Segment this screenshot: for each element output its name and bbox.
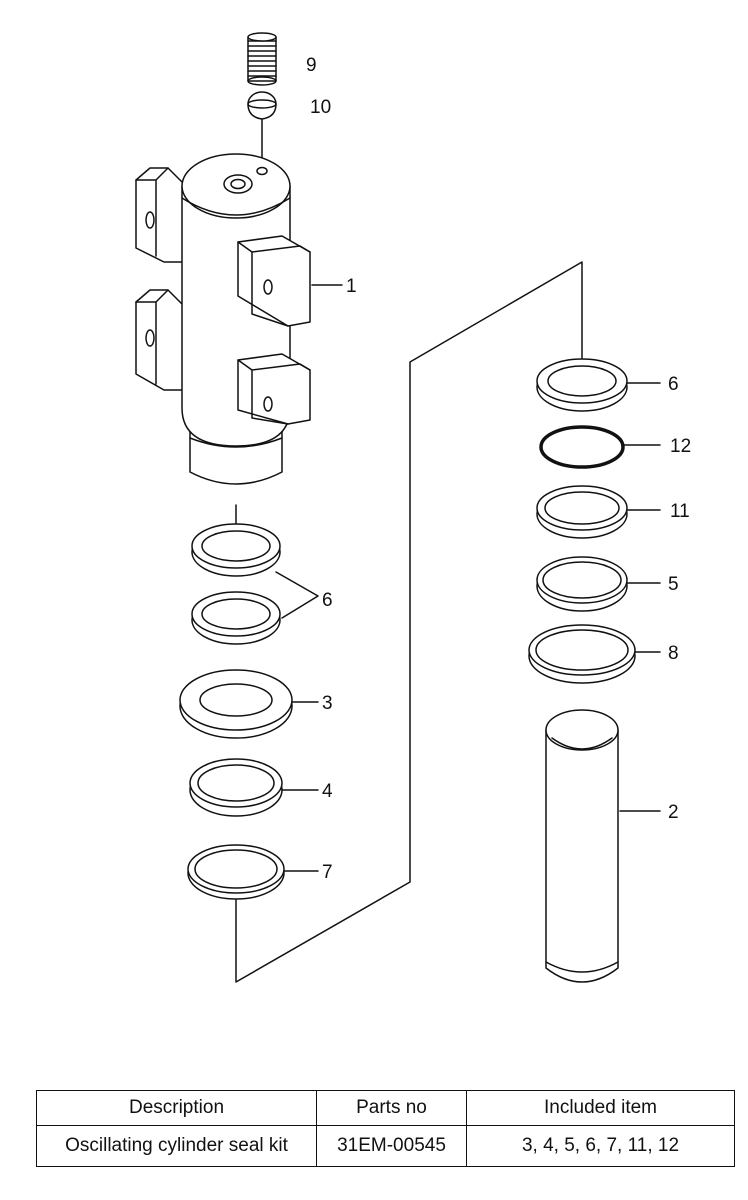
part-1-cylinder-body xyxy=(135,153,343,485)
callout-5: 5 xyxy=(668,574,679,595)
callout-8: 8 xyxy=(668,643,679,664)
part-9-spring xyxy=(247,32,277,86)
assembly-connector-line xyxy=(235,261,583,983)
callout-9: 9 xyxy=(306,55,317,76)
callout-6-right: 6 xyxy=(668,374,679,395)
exploded-parts-diagram: 9 10 1 6 3 4 7 6 12 11 5 8 2 xyxy=(135,32,691,983)
callout-11: 11 xyxy=(670,501,690,522)
callout-labels: 9 10 1 6 3 4 7 6 12 11 5 8 2 xyxy=(306,55,691,883)
callout-10: 10 xyxy=(310,97,331,118)
table-row: Oscillating cylinder seal kit 31EM-00545… xyxy=(36,1125,735,1167)
callout-12: 12 xyxy=(670,436,691,457)
callout-7: 7 xyxy=(322,862,333,883)
header-parts-no: Parts no xyxy=(316,1090,467,1126)
callout-2: 2 xyxy=(668,802,679,823)
cell-parts-no: 31EM-00545 xyxy=(316,1125,467,1167)
callout-4: 4 xyxy=(322,781,333,802)
part-2-pin xyxy=(545,709,661,983)
callout-3: 3 xyxy=(322,693,333,714)
table-header-row: Description Parts no Included item xyxy=(36,1090,735,1126)
seal-kit-table: Description Parts no Included item Oscil… xyxy=(36,1090,735,1167)
callout-1: 1 xyxy=(346,276,357,297)
right-ring-stack xyxy=(528,358,661,684)
cell-description: Oscillating cylinder seal kit xyxy=(36,1125,317,1167)
header-description: Description xyxy=(36,1090,317,1126)
header-included-item: Included item xyxy=(466,1090,735,1126)
cell-included-item: 3, 4, 5, 6, 7, 11, 12 xyxy=(466,1125,735,1167)
left-ring-stack xyxy=(179,504,319,900)
callout-6-left: 6 xyxy=(322,590,333,611)
